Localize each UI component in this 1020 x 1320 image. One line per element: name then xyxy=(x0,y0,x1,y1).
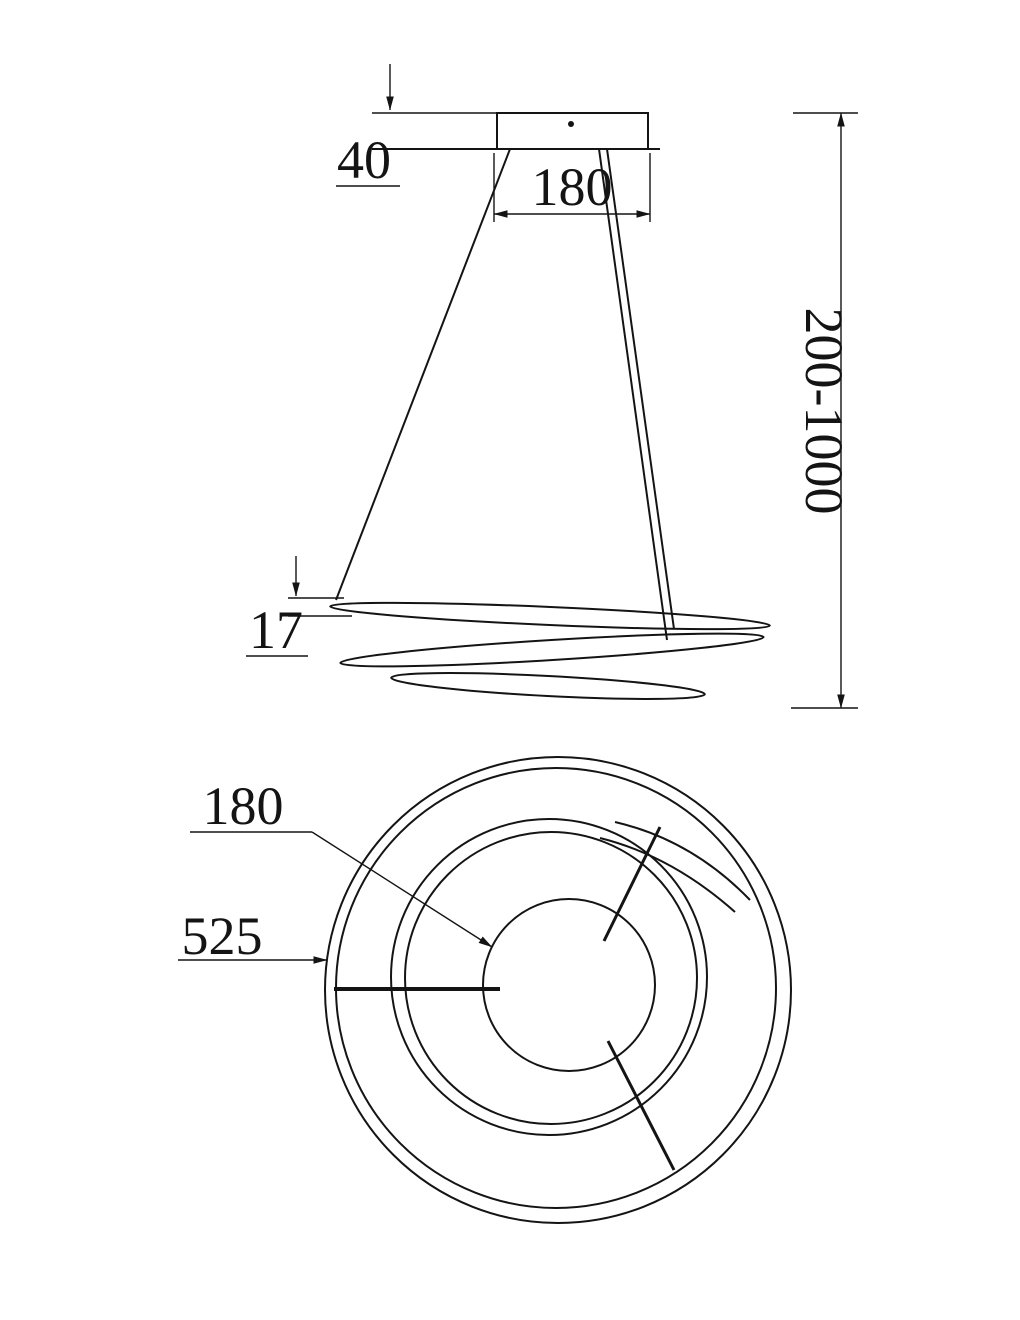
spiral-tube-top-profile xyxy=(324,756,792,1224)
ceiling-canopy xyxy=(372,112,660,150)
suspension-wires xyxy=(335,148,675,641)
dim-suspension-range: 200-1000 xyxy=(791,112,858,709)
canopy-center-hole xyxy=(568,121,574,127)
spiral-loop-top xyxy=(329,601,771,631)
dim-525-label: 525 xyxy=(182,906,263,966)
spiral-tube-side-profile xyxy=(329,601,771,700)
top-view: 180 525 xyxy=(178,756,792,1224)
dim-canopy-height: 40 xyxy=(336,64,400,190)
center-circle xyxy=(482,898,656,1072)
spiral-loop-middle xyxy=(339,632,765,668)
canopy-plate xyxy=(496,112,649,150)
inner-ring-outer-edge xyxy=(390,818,708,1136)
radial-lines xyxy=(334,826,676,1171)
dim-canopy-diameter: 180 xyxy=(493,153,651,222)
dim-range-label: 200-1000 xyxy=(794,308,854,515)
left-suspension-wire xyxy=(335,148,511,601)
inner-ring-inner-edge xyxy=(404,831,698,1125)
spiral-transition-edge-inner xyxy=(599,837,736,913)
radial-line-lower-right xyxy=(606,1040,676,1171)
dim-40-label: 40 xyxy=(337,130,391,190)
side-view: 40 180 200-1000 17 xyxy=(246,64,858,709)
right-suspension-wire-inner xyxy=(606,148,675,630)
dim-180-label: 180 xyxy=(532,157,613,217)
dim-outer-diameter: 525 xyxy=(178,906,328,966)
spiral-transition-edge-outer xyxy=(614,821,751,901)
dim-top-180-label: 180 xyxy=(203,776,284,836)
dim-top-180-leader xyxy=(311,831,493,948)
outer-ring-outer-edge xyxy=(324,756,792,1224)
radial-line-upper-right xyxy=(602,826,662,942)
dim-tube-thickness: 17 xyxy=(246,556,352,660)
dim-17-label: 17 xyxy=(249,600,303,660)
right-suspension-wire-outer xyxy=(598,148,668,641)
dim-inner-diameter: 180 xyxy=(190,776,493,948)
spiral-loop-bottom xyxy=(390,672,706,700)
